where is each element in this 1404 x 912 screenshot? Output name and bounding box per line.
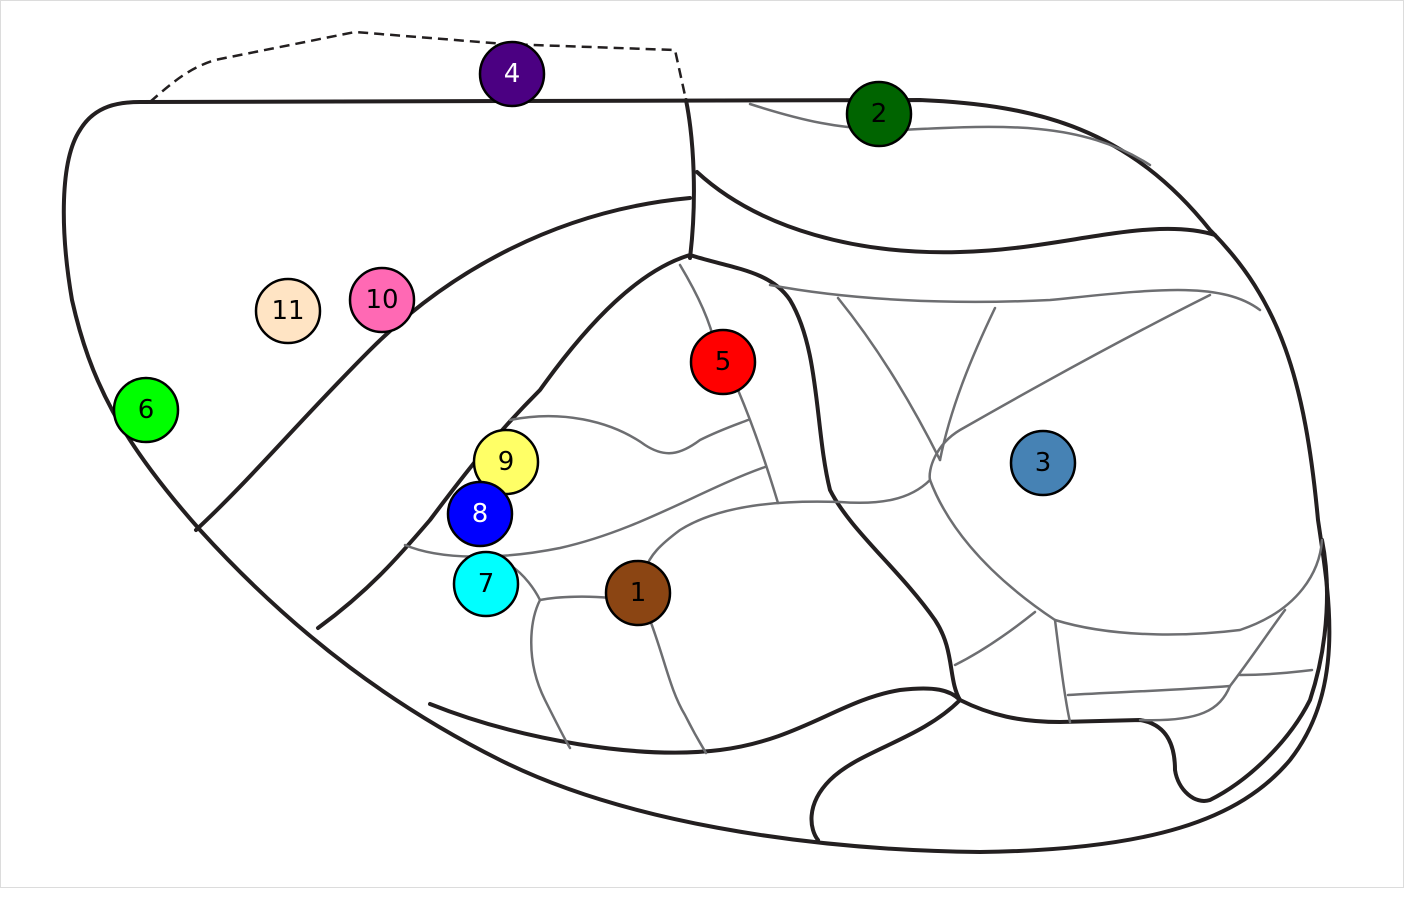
dashed-boundary [149,30,688,103]
marker-6: 6 [112,376,180,444]
minor-line-lower-left-fan [953,610,1037,667]
marker-2: 2 [845,80,913,148]
marker-8-circle [446,480,514,548]
minor-line-fan-3 [928,293,1212,482]
marker-1-circle [604,559,672,627]
minor-line-central-loop [928,478,1324,636]
marker-7: 7 [452,550,520,618]
marker-10-label: 10 [365,285,398,315]
marker-3-circle [1009,429,1077,497]
divider-bottom-arc [428,686,962,755]
marker-7-circle [452,550,520,618]
divider-bottom-lobe [809,698,962,842]
minor-line-bottom-branch-2 [648,618,708,755]
marker-4-circle [478,40,546,108]
divider-top-right-arc [695,170,1217,255]
marker-10: 10 [348,266,416,334]
marker-11-label: 11 [271,296,304,326]
divider-top-vertical [684,98,696,260]
minor-line-bottom-left [508,563,612,602]
minor-line-lower-horizontal [1066,684,1232,697]
marker-1: 1 [604,559,672,627]
marker-5-circle [689,328,757,396]
marker-3-label: 3 [1035,448,1052,478]
marker-2-label: 2 [871,99,888,129]
marker-5: 5 [689,328,757,396]
minor-line-lower-curve [1138,608,1287,722]
outer-boundary [61,98,1332,854]
minor-line-top-right [748,102,1152,167]
marker-11-circle [254,277,322,345]
marker-6-circle [112,376,180,444]
minor-line-left-upper [508,414,750,455]
marker-1-label: 1 [630,578,647,608]
marker-4: 4 [478,40,546,108]
minor-line-central-left [643,478,932,572]
marker-4-label: 4 [504,59,521,89]
divider-center-vertical [688,253,962,702]
marker-9: 9 [472,428,540,496]
minor-line-fan-1 [836,296,942,462]
marker-8: 8 [446,480,514,548]
marker-6-label: 6 [138,395,155,425]
marker-5-label: 5 [715,347,732,377]
marker-11: 11 [254,277,322,345]
minor-line-lower-vertical [1053,618,1072,724]
minor-line-bottom-branch-1 [530,598,572,750]
minor-line-right-edge [1238,668,1314,677]
divider-bottom-right [958,538,1329,803]
divider-left-diagonal [194,196,692,532]
marker-3: 3 [1009,429,1077,497]
marker-10-circle [348,266,416,334]
marker-7-label: 7 [478,569,495,599]
marker-8-label: 8 [472,499,489,529]
marker-2-circle [845,80,913,148]
minor-line-left-lower [403,465,767,558]
marker-9-label: 9 [498,447,515,477]
minor-line-mid-upper [768,283,1262,312]
